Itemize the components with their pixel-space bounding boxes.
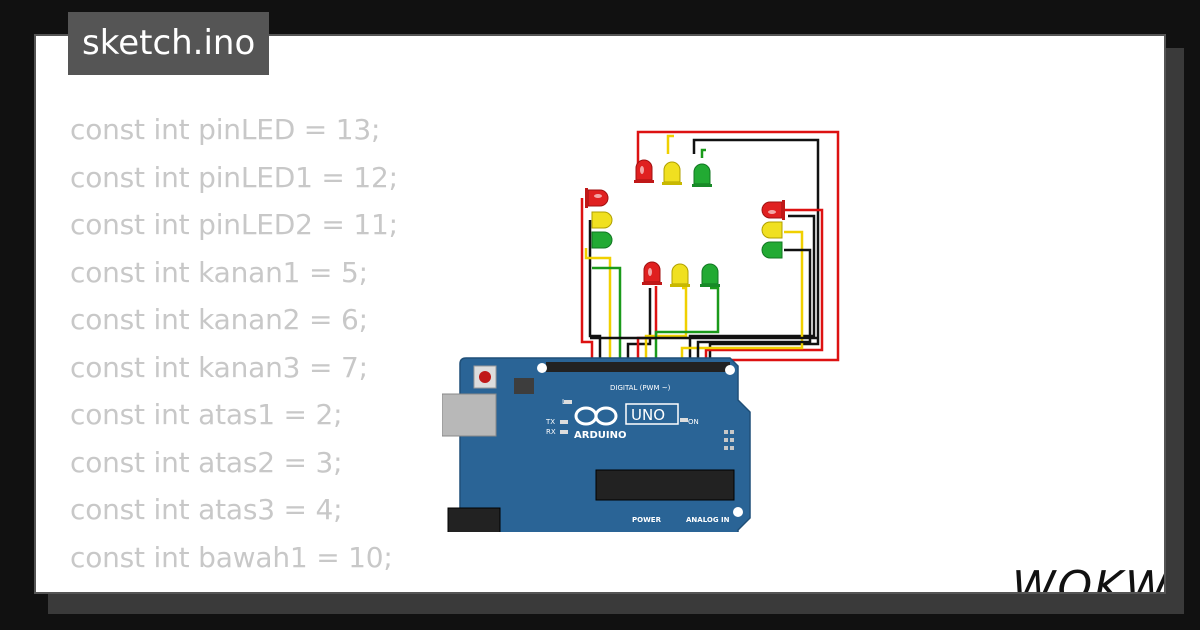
rx-led-label: RX xyxy=(546,428,556,436)
code-listing: const int pinLED = 13; const int pinLED1… xyxy=(70,106,398,592)
tx-led-label: TX xyxy=(545,418,555,426)
digital-label: DIGITAL (PWM ~) xyxy=(610,384,671,392)
brand-label: ARDUINO xyxy=(574,430,626,441)
code-line: const int pinLED2 = 11; xyxy=(70,208,398,241)
led-left-yellow xyxy=(591,211,613,229)
wires xyxy=(580,130,840,368)
arduino-uno-board: DIGITAL (PWM ~) ARDUINO UNO ON L TX RX P… xyxy=(442,357,751,532)
led-right-yellow xyxy=(761,221,783,239)
on-led-label: ON xyxy=(688,418,699,426)
led-bottom-red xyxy=(641,261,663,286)
wokwi-logo: WOKWi xyxy=(1012,562,1166,594)
led-bottom-yellow xyxy=(670,263,690,287)
file-tab[interactable]: sketch.ino xyxy=(68,12,270,75)
code-line: const int bawah2 = 9; xyxy=(70,581,398,592)
led-top-red xyxy=(633,159,655,184)
microcontroller-chip xyxy=(595,469,735,501)
led-right-green xyxy=(761,241,783,259)
led-left-red xyxy=(584,187,609,209)
circuit-diagram: DIGITAL (PWM ~) ARDUINO UNO ON L TX RX P… xyxy=(442,130,840,532)
board-name: UNO xyxy=(631,406,665,424)
code-line: const int atas2 = 3; xyxy=(70,445,343,479)
led-right-red xyxy=(761,199,786,221)
code-line: const int atas3 = 4; xyxy=(70,493,343,526)
code-line: const int atas1 = 2; xyxy=(70,398,343,431)
led-top-green xyxy=(692,163,712,187)
code-line: const int kanan2 = 6; xyxy=(70,303,368,336)
led-bottom-green xyxy=(700,263,720,287)
wokwi-logo-text: WOKWi xyxy=(1012,562,1166,594)
usb-port xyxy=(442,393,497,437)
preview-card: const int pinLED = 13; const int pinLED1… xyxy=(34,34,1166,594)
arduino-logo-icon xyxy=(574,406,618,426)
code-line: const int pinLED = 13; xyxy=(70,113,381,146)
power-label: POWER xyxy=(632,516,662,524)
analog-label: ANALOG IN xyxy=(686,516,730,524)
led-top-yellow xyxy=(662,161,682,185)
power-jack xyxy=(447,507,501,532)
code-line: const int bawah1 = 10; xyxy=(70,540,393,574)
code-line: const int kanan3 = 7; xyxy=(70,350,368,384)
code-line: const int pinLED1 = 12; xyxy=(70,160,398,194)
code-line: const int kanan1 = 5; xyxy=(70,255,368,289)
led-left-green xyxy=(591,231,613,249)
